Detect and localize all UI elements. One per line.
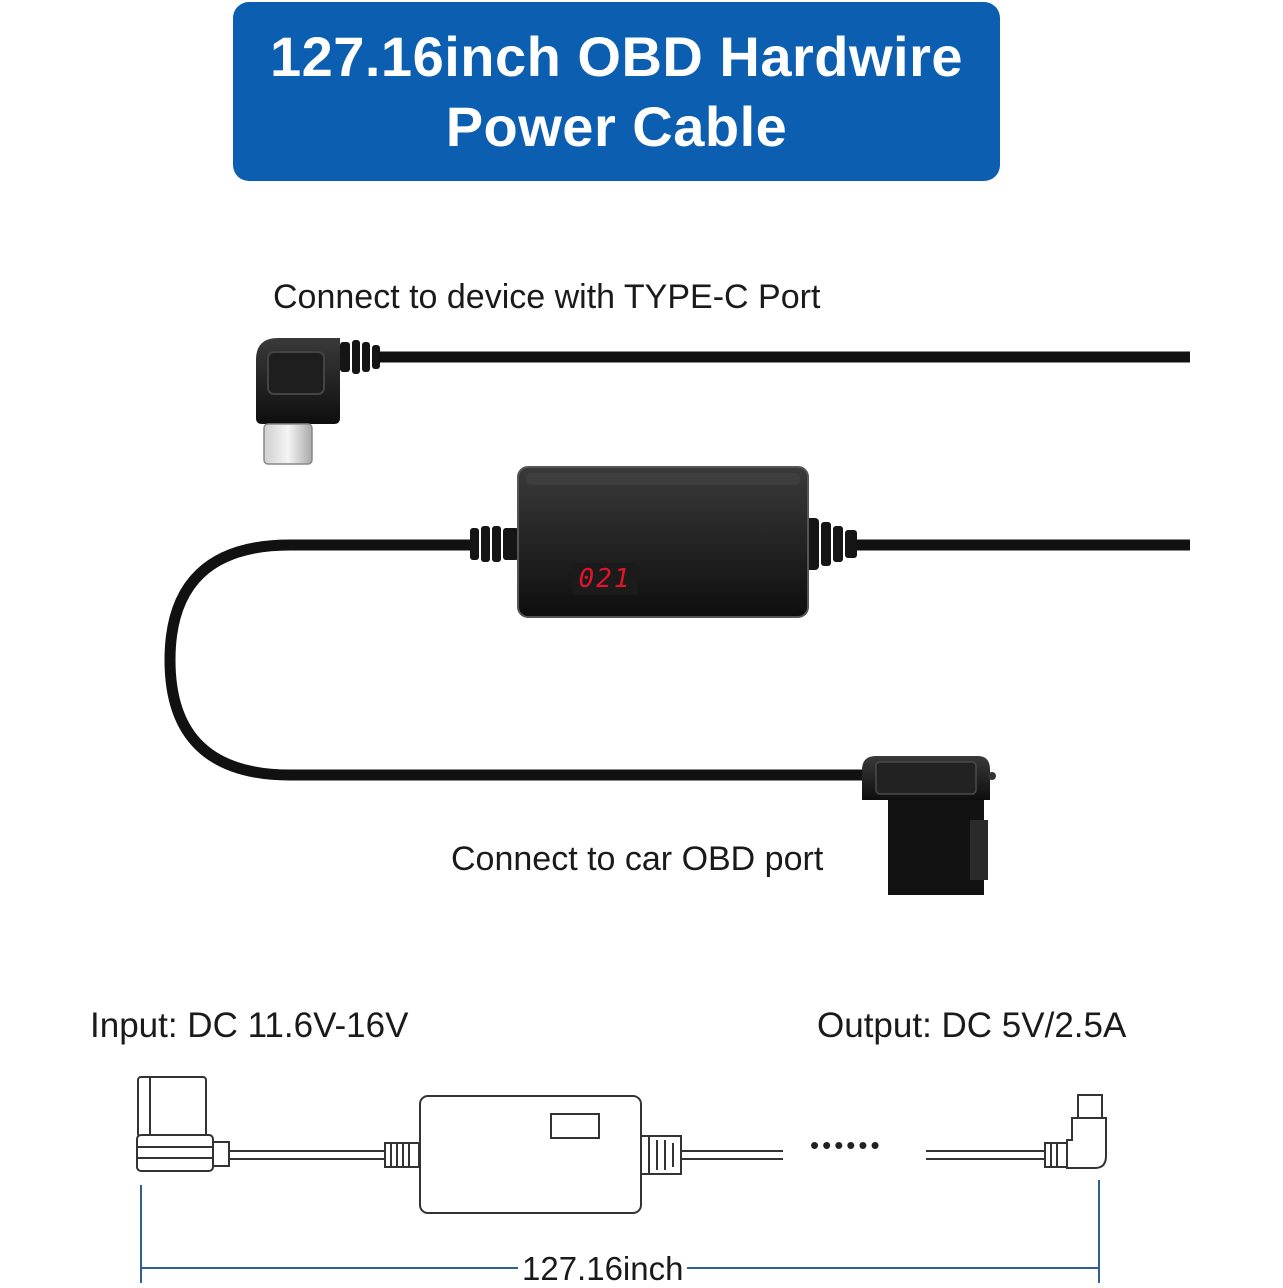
schematic-diagram [136, 1076, 1107, 1214]
schematic-display-window [550, 1113, 600, 1139]
output-spec-label: Output: DC 5V/2.5A [817, 1006, 1127, 1045]
title-line-2: Power Cable [445, 94, 788, 158]
typec-port-label: Connect to device with TYPE-C Port [273, 278, 821, 316]
converter-module-photo [164, 466, 1190, 781]
schematic-converter-box [419, 1095, 642, 1214]
typec-connector-photo [256, 338, 380, 465]
obd-plug-photo [862, 756, 996, 895]
continuation-dots: •••••• [810, 1130, 883, 1160]
input-spec-label: Input: DC 11.6V-16V [90, 1006, 409, 1045]
obd-port-label: Connect to car OBD port [451, 840, 824, 878]
schematic-strain-relief-right [640, 1135, 682, 1175]
schematic-obd-plug [136, 1076, 230, 1172]
title-line-1: 127.16inch OBD Hardwire [269, 24, 964, 88]
cable-length-label: 127.16inch [518, 1250, 688, 1288]
title-banner: 127.16inch OBD Hardwire Power Cable [233, 2, 1000, 181]
schematic-typec-plug [1044, 1094, 1107, 1169]
module-led-display: 021 [572, 563, 638, 595]
schematic-strain-relief-left [384, 1142, 420, 1168]
